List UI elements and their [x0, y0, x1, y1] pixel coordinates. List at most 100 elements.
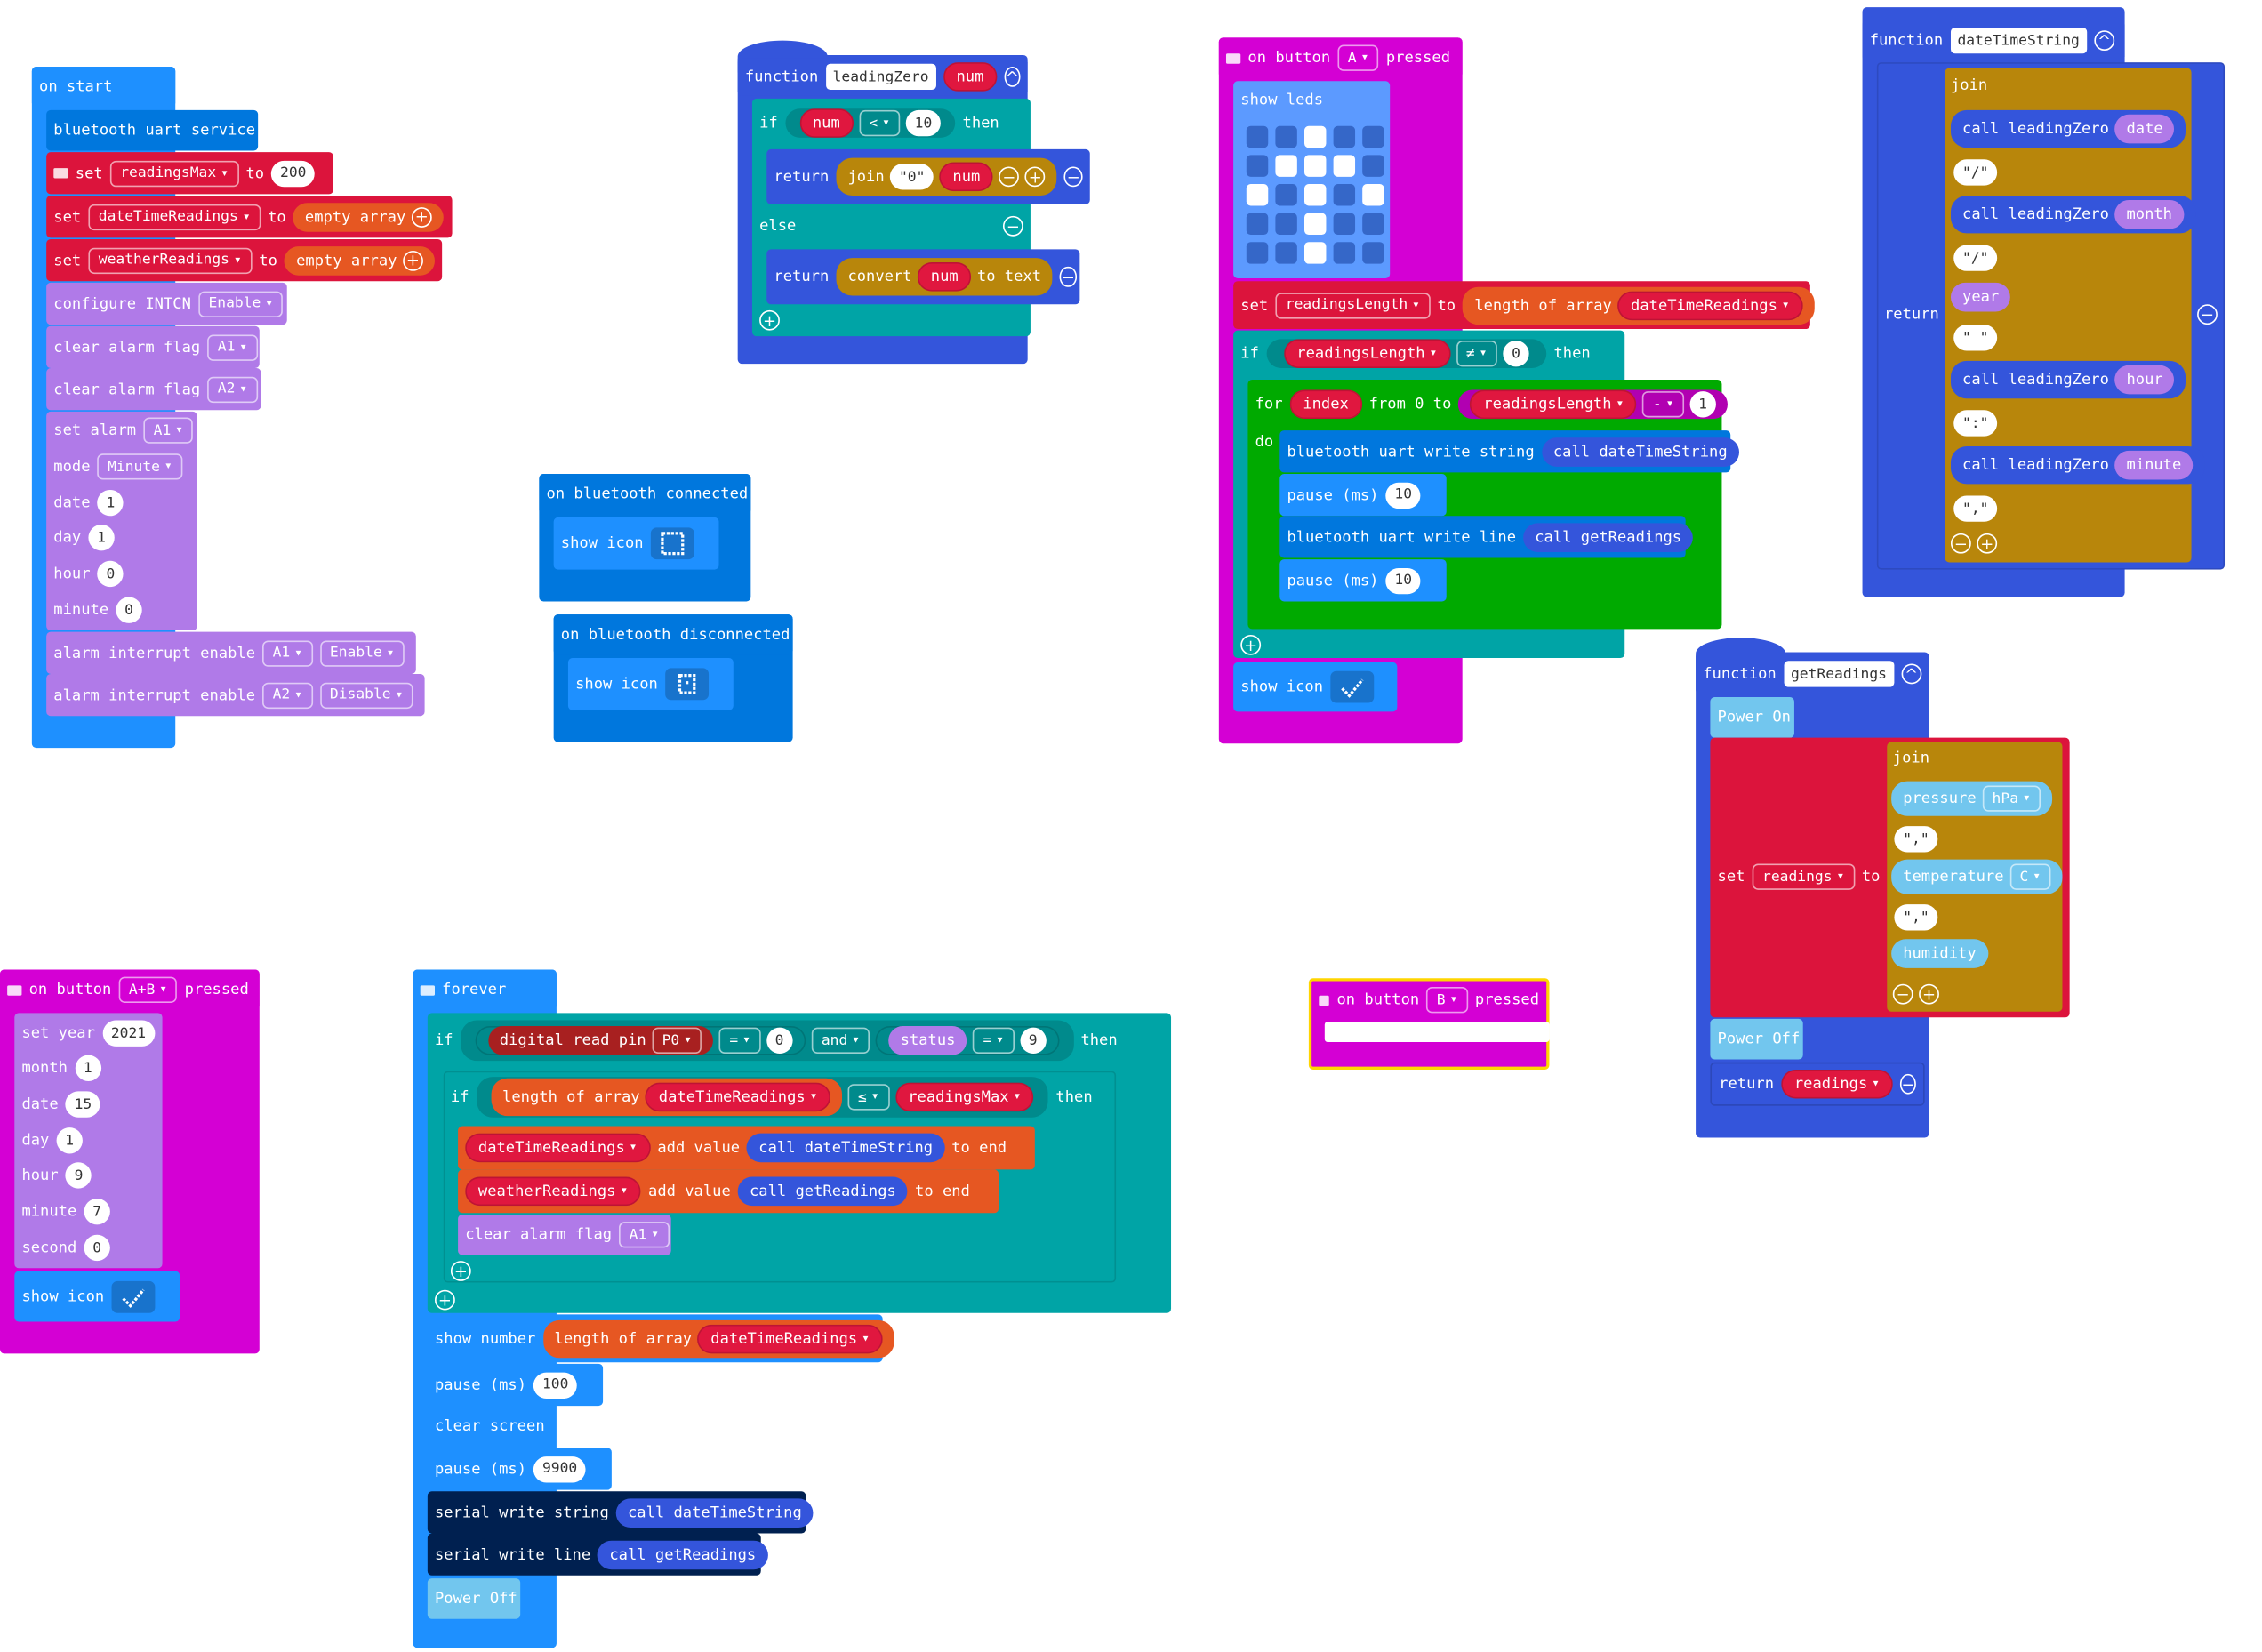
variable-dropdown[interactable]: weatherReadings [88, 246, 253, 274]
equals-block-1[interactable]: digital read pin P0 = 0 [475, 1026, 806, 1055]
call-getreadings-block[interactable]: call getReadings [1523, 522, 1694, 552]
show-icon-block[interactable]: show icon [567, 658, 734, 710]
call-datetimestring-block[interactable]: call dateTimeString [1541, 437, 1739, 467]
slash-string-field[interactable]: "/" [1953, 245, 1998, 271]
temperature-block[interactable]: temperature C [1891, 859, 2063, 894]
plus-icon[interactable]: + [759, 309, 780, 331]
humidity-block[interactable]: humidity [1891, 939, 1988, 968]
unit-dropdown[interactable]: C [2009, 863, 2051, 890]
colon-string-field[interactable]: ":" [1953, 410, 1998, 437]
digital-read-pin-block[interactable]: digital read pin P0 [487, 1026, 714, 1055]
comment-icon[interactable] [1319, 994, 1330, 1006]
power-off-block[interactable]: Power Off [1710, 1018, 1803, 1060]
call-leadingzero-month-block[interactable]: call leadingZero month [1950, 196, 2196, 234]
minus-icon[interactable]: − [1060, 266, 1077, 287]
plus-icon[interactable]: + [450, 1261, 471, 1281]
led-cell[interactable] [1275, 242, 1297, 264]
empty-array-block[interactable]: empty array+ [293, 202, 444, 231]
day-field[interactable]: 1 [56, 1127, 83, 1154]
and-block[interactable]: digital read pin P0 = 0 and status = 9 [460, 1020, 1074, 1062]
space-string-field[interactable]: " " [1953, 325, 1998, 351]
operator-dropdown[interactable]: - [1642, 391, 1684, 418]
configure-intcn-block[interactable]: configure INTCN Enable [46, 282, 287, 325]
led-cell[interactable] [1304, 213, 1327, 236]
call-leadingzero-date-block[interactable]: call leadingZero date [1950, 109, 2186, 148]
enable-dropdown[interactable]: Enable [319, 639, 405, 666]
led-cell[interactable] [1275, 125, 1297, 148]
led-cell[interactable] [1246, 155, 1269, 177]
nine-field[interactable]: 9 [1019, 1027, 1047, 1055]
minus-icon[interactable]: − [1063, 166, 1083, 188]
led-cell[interactable] [1333, 155, 1356, 177]
operator-dropdown[interactable]: ≠ [1456, 341, 1497, 367]
pause-field[interactable]: 10 [1385, 567, 1421, 594]
and-dropdown[interactable]: and [811, 1027, 870, 1055]
date-reporter[interactable]: date [2114, 114, 2175, 144]
join-block[interactable]: join "0" num − + [836, 157, 1057, 196]
led-cell[interactable] [1333, 184, 1356, 206]
clear-alarm-flag-block[interactable]: clear alarm flag A1 [458, 1214, 671, 1255]
button-a-hat[interactable]: on button A pressed [1218, 37, 1463, 79]
function-header[interactable]: function dateTimeString ^ [1862, 20, 2125, 61]
day-field[interactable]: 1 [88, 525, 115, 551]
add-value-datetime-block[interactable]: dateTimeReadings add value call dateTime… [458, 1126, 1035, 1170]
operator-dropdown[interactable]: = [973, 1027, 1015, 1055]
minus-operation-block[interactable]: readingsLength - 1 [1458, 389, 1728, 420]
plus-icon[interactable]: + [1024, 166, 1046, 188]
minus-icon[interactable]: − [1892, 983, 1913, 1005]
power-off-block[interactable]: Power Off [427, 1578, 521, 1619]
year-field[interactable]: 2021 [102, 1020, 155, 1047]
comment-icon[interactable] [53, 168, 68, 179]
comma-string-field[interactable]: "," [1953, 495, 1998, 522]
minus-icon[interactable]: − [1002, 215, 1023, 237]
small-square-icon[interactable] [665, 668, 709, 701]
alarm-dropdown[interactable]: A1 [262, 639, 313, 666]
num-variable[interactable]: num [918, 262, 972, 292]
minute-reporter[interactable]: minute [2114, 450, 2194, 480]
set-datetimereadings-block[interactable]: set dateTimeReadings to empty array+ [46, 196, 453, 238]
readingsmax-variable[interactable]: readingsMax [894, 1082, 1034, 1112]
pause-field[interactable]: 10 [1385, 481, 1421, 509]
pause-field[interactable]: 100 [533, 1371, 578, 1399]
pause-block[interactable]: pause (ms) 100 [427, 1363, 604, 1407]
date-field[interactable]: 15 [65, 1091, 101, 1118]
forever-hat[interactable]: forever [413, 969, 557, 1011]
led-cell[interactable] [1246, 125, 1269, 148]
show-icon-block[interactable]: show icon [1233, 662, 1398, 712]
serial-write-string-block[interactable]: serial write string call dateTimeString [427, 1491, 814, 1534]
variable-dropdown[interactable]: readingsMax [109, 160, 239, 187]
alarm-interrupt-enable-a2-block[interactable]: alarm interrupt enable A2 Disable [46, 673, 425, 717]
operator-dropdown[interactable]: < [858, 109, 901, 137]
operator-dropdown[interactable]: = [718, 1027, 761, 1055]
led-cell[interactable] [1333, 213, 1356, 236]
led-cell[interactable] [1275, 184, 1297, 206]
minus-icon[interactable]: − [1950, 533, 1971, 554]
length-of-array-block[interactable]: length of array dateTimeReadings [491, 1078, 843, 1117]
date-field[interactable]: 1 [97, 489, 124, 517]
power-on-block[interactable]: Power On [1710, 697, 1794, 738]
ten-field[interactable]: 10 [905, 109, 942, 137]
intcn-dropdown[interactable]: Enable [198, 290, 284, 317]
plus-icon[interactable]: + [1240, 634, 1262, 655]
show-icon-block[interactable]: show icon [14, 1271, 180, 1322]
show-number-block[interactable]: show number length of array dateTimeRead… [427, 1314, 894, 1363]
enable-dropdown[interactable]: Disable [319, 681, 413, 709]
set-readingslength-block[interactable]: set readingsLength to length of array da… [1233, 281, 1815, 330]
set-weatherreadings-block[interactable]: set weatherReadings to empty array+ [46, 238, 443, 282]
variable-dropdown[interactable]: dateTimeReadings [88, 204, 261, 230]
convert-to-text-block[interactable]: convert num to text [836, 258, 1054, 296]
alarm-interrupt-enable-a1-block[interactable]: alarm interrupt enable A1 Enable [46, 631, 416, 674]
length-of-array-block[interactable]: length of array dateTimeReadings [1463, 285, 1815, 325]
led-cell[interactable] [1362, 213, 1384, 236]
function-name-field[interactable]: getReadings [1783, 661, 1895, 687]
pause-block[interactable]: pause (ms) 10 [1279, 474, 1447, 517]
set-readingsmax-block[interactable]: set readingsMax to 200 [46, 152, 333, 195]
num-variable[interactable]: num [799, 108, 854, 138]
led-cell[interactable] [1246, 184, 1269, 206]
pause-block[interactable]: pause (ms) 9900 [427, 1448, 612, 1490]
led-cell[interactable] [1275, 155, 1297, 177]
led-cell[interactable] [1304, 155, 1327, 177]
comma-string-field[interactable]: "," [1894, 826, 1938, 853]
readings-variable[interactable]: readings [1781, 1069, 1893, 1099]
comparison-block[interactable]: num < 10 [784, 108, 956, 138]
